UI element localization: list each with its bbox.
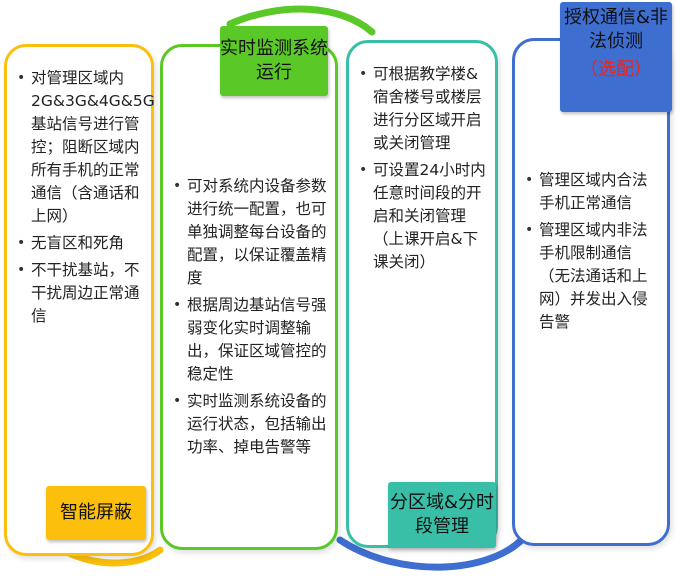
list-item: 可对系统内设备参数进行统一配置，也可单独调整每台设备的配置，以保证覆盖精度 — [173, 175, 329, 290]
tag-zone-time: 分区域&分时段管理 — [388, 482, 496, 548]
tag-auth-detect: 授权通信&非法侦测 （选配） — [560, 2, 672, 112]
list-item: 可根据教学楼&宿舍楼号或楼层进行分区域开启或关闭管理 — [359, 63, 491, 155]
card-zone-time: 可根据教学楼&宿舍楼号或楼层进行分区域开启或关闭管理 可设置24小时内任意时间段… — [346, 40, 498, 548]
list-item: 对管理区域内2G&3G&4G&5G基站信号进行管控；阻断区域内所有手机的正常通信… — [17, 67, 155, 228]
list-item: 无盲区和死角 — [17, 232, 145, 255]
list-item: 管理区域内非法手机限制通信（无法通话和上网）并发出入侵告警 — [525, 219, 661, 334]
shield-list: 对管理区域内2G&3G&4G&5G基站信号进行管控；阻断区域内所有手机的正常通信… — [7, 47, 155, 328]
optional-note: （选配） — [580, 59, 652, 80]
list-item: 管理区域内合法手机正常通信 — [525, 169, 661, 215]
list-item: 实时监测系统设备的运行状态，包括输出功率、掉电告警等 — [173, 390, 329, 459]
card-smart-shield: 对管理区域内2G&3G&4G&5G基站信号进行管控；阻断区域内所有手机的正常通信… — [4, 44, 155, 556]
tag-realtime-monitor: 实时监测系统运行 — [220, 26, 328, 96]
monitor-list: 可对系统内设备参数进行统一配置，也可单独调整每台设备的配置，以保证覆盖精度 根据… — [163, 47, 335, 459]
card-realtime-monitor: 可对系统内设备参数进行统一配置，也可单独调整每台设备的配置，以保证覆盖精度 根据… — [160, 44, 338, 550]
auth-title: 授权通信&非法侦测 — [563, 7, 669, 52]
list-item: 可设置24小时内任意时间段的开启和关闭管理（上课开启&下课关闭） — [359, 159, 491, 274]
zone-list: 可根据教学楼&宿舍楼号或楼层进行分区域开启或关闭管理 可设置24小时内任意时间段… — [349, 43, 495, 274]
list-item: 不干扰基站，不干扰周边正常通信 — [17, 259, 145, 328]
auth-list: 管理区域内合法手机正常通信 管理区域内非法手机限制通信（无法通话和上网）并发出入… — [515, 41, 667, 334]
tag-smart-shield: 智能屏蔽 — [46, 486, 146, 540]
list-item: 根据周边基站信号强弱变化实时调整输出，保证区域管控的稳定性 — [173, 294, 329, 386]
card-auth-detect: 管理区域内合法手机正常通信 管理区域内非法手机限制通信（无法通话和上网）并发出入… — [512, 38, 670, 546]
